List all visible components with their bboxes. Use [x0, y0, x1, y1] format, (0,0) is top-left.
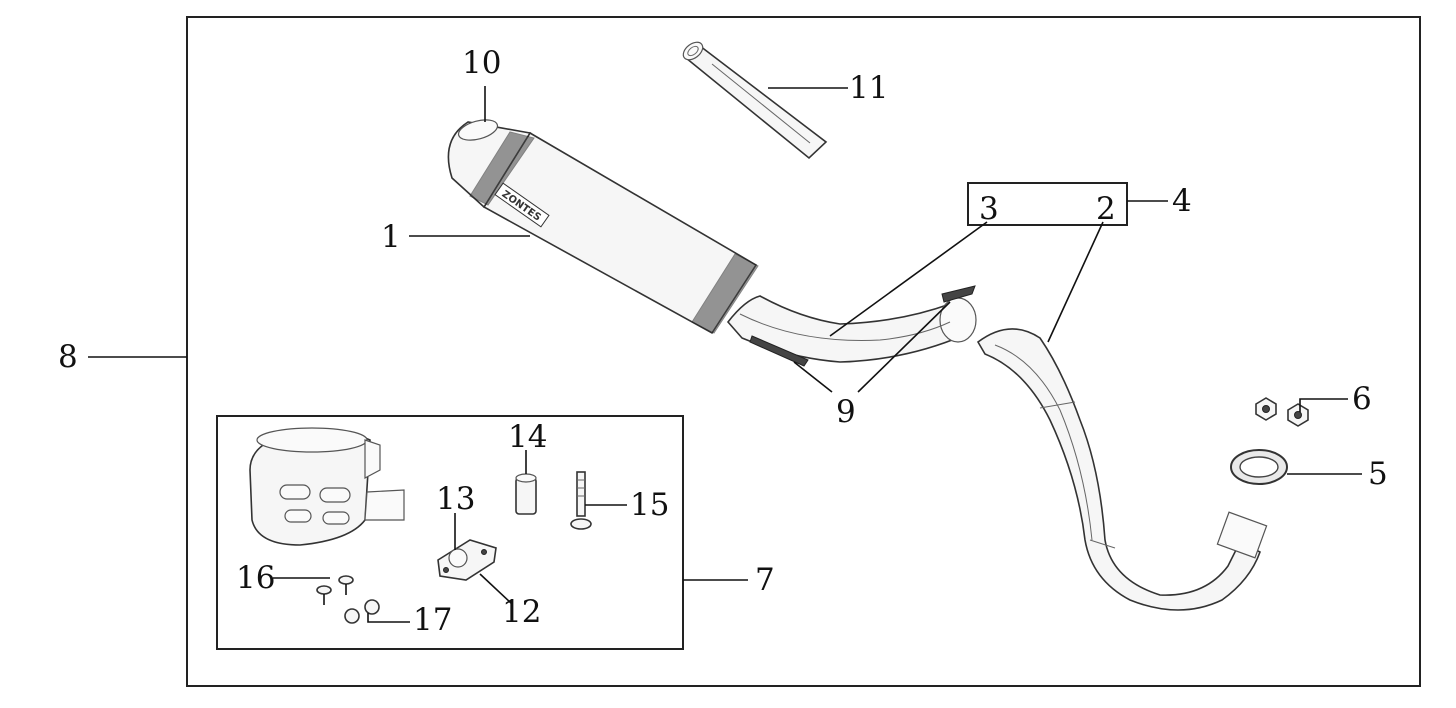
- flange-nuts-drawing: [1255, 397, 1309, 427]
- callout-14: 14: [508, 419, 547, 455]
- gasket-drawing: [1230, 449, 1288, 485]
- callout-7: 7: [755, 562, 775, 598]
- leader-6: [1299, 398, 1348, 412]
- callout-8: 8: [58, 339, 78, 375]
- callout-1: 1: [381, 219, 401, 255]
- callout-labels: 1 2 3 4 5 6 7 8 9 10 11 12 13 14 15 16 1…: [58, 45, 1388, 638]
- callout-16: 16: [236, 560, 275, 596]
- leader-3: [829, 221, 988, 337]
- complete-system-frame: [186, 16, 1421, 687]
- front-pipe-drawing: [976, 328, 1268, 611]
- callout-15: 15: [630, 487, 669, 523]
- callout-2: 2: [1096, 191, 1116, 227]
- callout-13: 13: [436, 481, 475, 517]
- long-bolt-drawing: [570, 471, 592, 530]
- spacer-collar-drawing: [515, 473, 537, 515]
- callout-10: 10: [462, 45, 501, 81]
- screws-drawing: [316, 575, 354, 605]
- tail-tip-drawing: [682, 41, 828, 160]
- callout-6: 6: [1352, 381, 1372, 417]
- leader-2: [1047, 221, 1104, 343]
- leader-9a: [793, 361, 833, 393]
- leader-12: [479, 573, 513, 605]
- pipe-assembly-bracket: [967, 182, 1128, 226]
- leader-9b: [857, 301, 951, 393]
- muffler-drawing: ZONTES: [447, 119, 759, 335]
- callout-17: 17: [413, 602, 452, 638]
- callout-12: 12: [502, 594, 541, 630]
- callout-3: 3: [979, 191, 999, 227]
- bracket-plate-drawing: [437, 539, 497, 581]
- callout-11: 11: [849, 70, 888, 106]
- middle-pipe-drawing: [726, 285, 977, 367]
- heat-shield-kit-frame: [216, 415, 684, 650]
- nuts-drawing: [344, 599, 380, 624]
- callout-9: 9: [836, 394, 856, 430]
- callout-4: 4: [1172, 183, 1192, 219]
- callout-5: 5: [1368, 456, 1388, 492]
- heat-shield-drawing: [249, 427, 405, 546]
- leader-lines: [88, 86, 1362, 623]
- leader-17: [367, 613, 410, 623]
